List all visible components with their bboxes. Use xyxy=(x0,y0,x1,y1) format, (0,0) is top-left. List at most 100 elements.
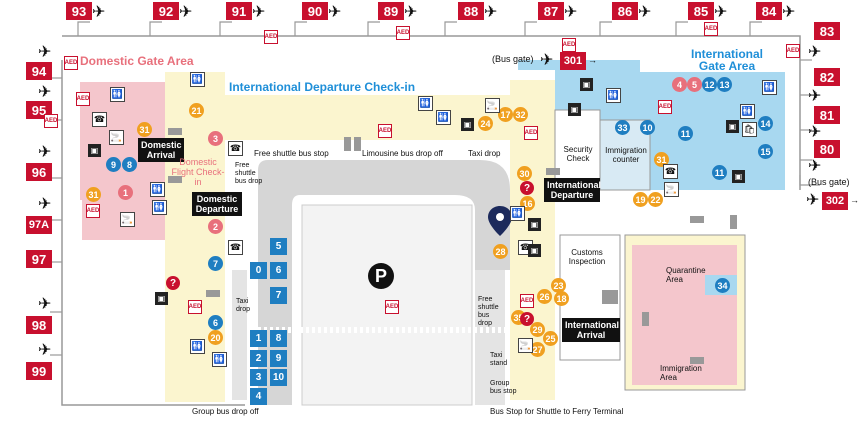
poi-22[interactable]: 22 xyxy=(648,192,663,207)
right-road xyxy=(475,270,505,405)
gate-93[interactable]: 93 xyxy=(66,2,92,20)
gate-81[interactable]: 81 xyxy=(814,106,840,124)
info-question-icon[interactable]: ? xyxy=(166,276,180,290)
poi-6[interactable]: 6 xyxy=(208,315,223,330)
arrow-right-icon: → xyxy=(588,55,597,65)
restroom-icon: 🚻 xyxy=(510,206,525,221)
poi-10[interactable]: 10 xyxy=(640,120,655,135)
shop-icon: ▣ xyxy=(155,292,168,305)
poi-20[interactable]: 20 xyxy=(208,330,223,345)
poi-9[interactable]: 9 xyxy=(106,157,121,172)
gate-88[interactable]: 88 xyxy=(458,2,484,20)
poi-33[interactable]: 33 xyxy=(615,120,630,135)
gate-90[interactable]: 90 xyxy=(302,2,328,20)
poi-23[interactable]: 23 xyxy=(551,278,566,293)
poi-34[interactable]: 34 xyxy=(715,278,730,293)
gate-97[interactable]: 97 xyxy=(26,250,52,268)
poi-13[interactable]: 13 xyxy=(717,77,732,92)
poi-4[interactable]: 4 xyxy=(672,77,687,92)
gate-86[interactable]: 86 xyxy=(612,2,638,20)
arrow-up-icon xyxy=(344,137,351,151)
parking-spot-3: 3 xyxy=(250,369,267,386)
gate-96[interactable]: 96 xyxy=(26,163,52,181)
poi-14[interactable]: 14 xyxy=(758,116,773,131)
poi-12[interactable]: 12 xyxy=(702,77,717,92)
poi-19[interactable]: 19 xyxy=(633,192,648,207)
plane-icon: ✈ xyxy=(38,142,52,161)
poi-31[interactable]: 31 xyxy=(654,152,669,167)
arrow-right-icon xyxy=(546,168,560,175)
gate-84[interactable]: 84 xyxy=(756,2,782,20)
poi-17[interactable]: 17 xyxy=(498,107,513,122)
phone-icon: ☎ xyxy=(92,112,107,127)
poi-24[interactable]: 24 xyxy=(478,116,493,131)
poi-31[interactable]: 31 xyxy=(137,122,152,137)
info-question-icon[interactable]: ? xyxy=(520,181,534,195)
international-departure-checkin-label: International Departure Check-in xyxy=(229,80,416,94)
bus-gate-label-right: (Bus gate) xyxy=(808,177,850,187)
gate-85[interactable]: 85 xyxy=(688,2,714,20)
poi-11[interactable]: 11 xyxy=(678,126,693,141)
plane-icon: ✈ xyxy=(252,2,266,21)
gate-302[interactable]: 302 xyxy=(822,192,848,210)
arrow-right-icon xyxy=(168,128,182,135)
gate-301[interactable]: 301 xyxy=(560,52,586,70)
poi-32[interactable]: 32 xyxy=(513,107,528,122)
restroom-icon: 🚻 xyxy=(152,200,167,215)
gate-99[interactable]: 99 xyxy=(26,362,52,380)
smoking-room-icon: 🚬 xyxy=(109,130,124,145)
poi-21[interactable]: 21 xyxy=(189,103,204,118)
aed-icon: AED xyxy=(520,294,534,308)
gate-80[interactable]: 80 xyxy=(814,140,840,158)
plane-icon: ✈ xyxy=(808,122,822,141)
poi-11[interactable]: 11 xyxy=(712,165,727,180)
arrow-up-icon xyxy=(602,290,618,304)
poi-5[interactable]: 5 xyxy=(687,77,702,92)
gate-97a[interactable]: 97A xyxy=(26,216,52,234)
poi-29[interactable]: 29 xyxy=(530,322,545,337)
gate-83[interactable]: 83 xyxy=(814,22,840,40)
restroom-icon: 🚻 xyxy=(436,110,451,125)
poi-3[interactable]: 3 xyxy=(208,131,223,146)
free-shuttle-bus-drop-right-label: Free shuttle bus drop xyxy=(478,296,499,327)
shop-icon: ▣ xyxy=(528,218,541,231)
poi-30[interactable]: 30 xyxy=(517,166,532,181)
poi-27[interactable]: 27 xyxy=(530,342,545,357)
arrow-right-icon: → xyxy=(850,195,859,205)
gate-91[interactable]: 91 xyxy=(226,2,252,20)
gate-87[interactable]: 87 xyxy=(538,2,564,20)
quarantine-immigration-inner xyxy=(632,245,737,385)
quarantine-area-label: Quarantine Area xyxy=(666,266,706,284)
poi-26[interactable]: 26 xyxy=(537,289,552,304)
location-pin-icon xyxy=(488,206,512,236)
taxi-stand-label: Taxi stand xyxy=(490,352,508,367)
poi-1[interactable]: 1 xyxy=(118,185,133,200)
gate-94[interactable]: 94 xyxy=(26,62,52,80)
poi-31[interactable]: 31 xyxy=(86,187,101,202)
gate-92[interactable]: 92 xyxy=(153,2,179,20)
gate-82[interactable]: 82 xyxy=(814,68,840,86)
poi-28[interactable]: 28 xyxy=(493,244,508,259)
parking-spot-7: 7 xyxy=(270,287,287,304)
poi-18[interactable]: 18 xyxy=(554,291,569,306)
free-shuttle-bus-drop-left-label: Free shuttle bus drop xyxy=(235,162,263,185)
aed-icon: AED xyxy=(524,126,538,140)
international-departure-label: International Departure xyxy=(544,178,601,202)
gate-89[interactable]: 89 xyxy=(378,2,404,20)
domestic-flight-checkin-label: Domestic Flight Check-in xyxy=(171,157,225,187)
poi-8[interactable]: 8 xyxy=(122,157,137,172)
plane-icon: ✈ xyxy=(38,294,52,313)
parking-spot-2: 2 xyxy=(250,350,267,367)
restroom-icon: 🚻 xyxy=(418,96,433,111)
international-gate-area-label: International Gate Area xyxy=(690,47,763,73)
gate-98[interactable]: 98 xyxy=(26,316,52,334)
parking-spot-4: 4 xyxy=(250,388,267,405)
poi-2[interactable]: 2 xyxy=(208,219,223,234)
poi-25[interactable]: 25 xyxy=(543,331,558,346)
poi-7[interactable]: 7 xyxy=(208,256,223,271)
restroom-icon: 🚻 xyxy=(606,88,621,103)
arrow-right-icon xyxy=(168,176,182,183)
info-question-icon[interactable]: ? xyxy=(520,312,534,326)
poi-15[interactable]: 15 xyxy=(758,144,773,159)
